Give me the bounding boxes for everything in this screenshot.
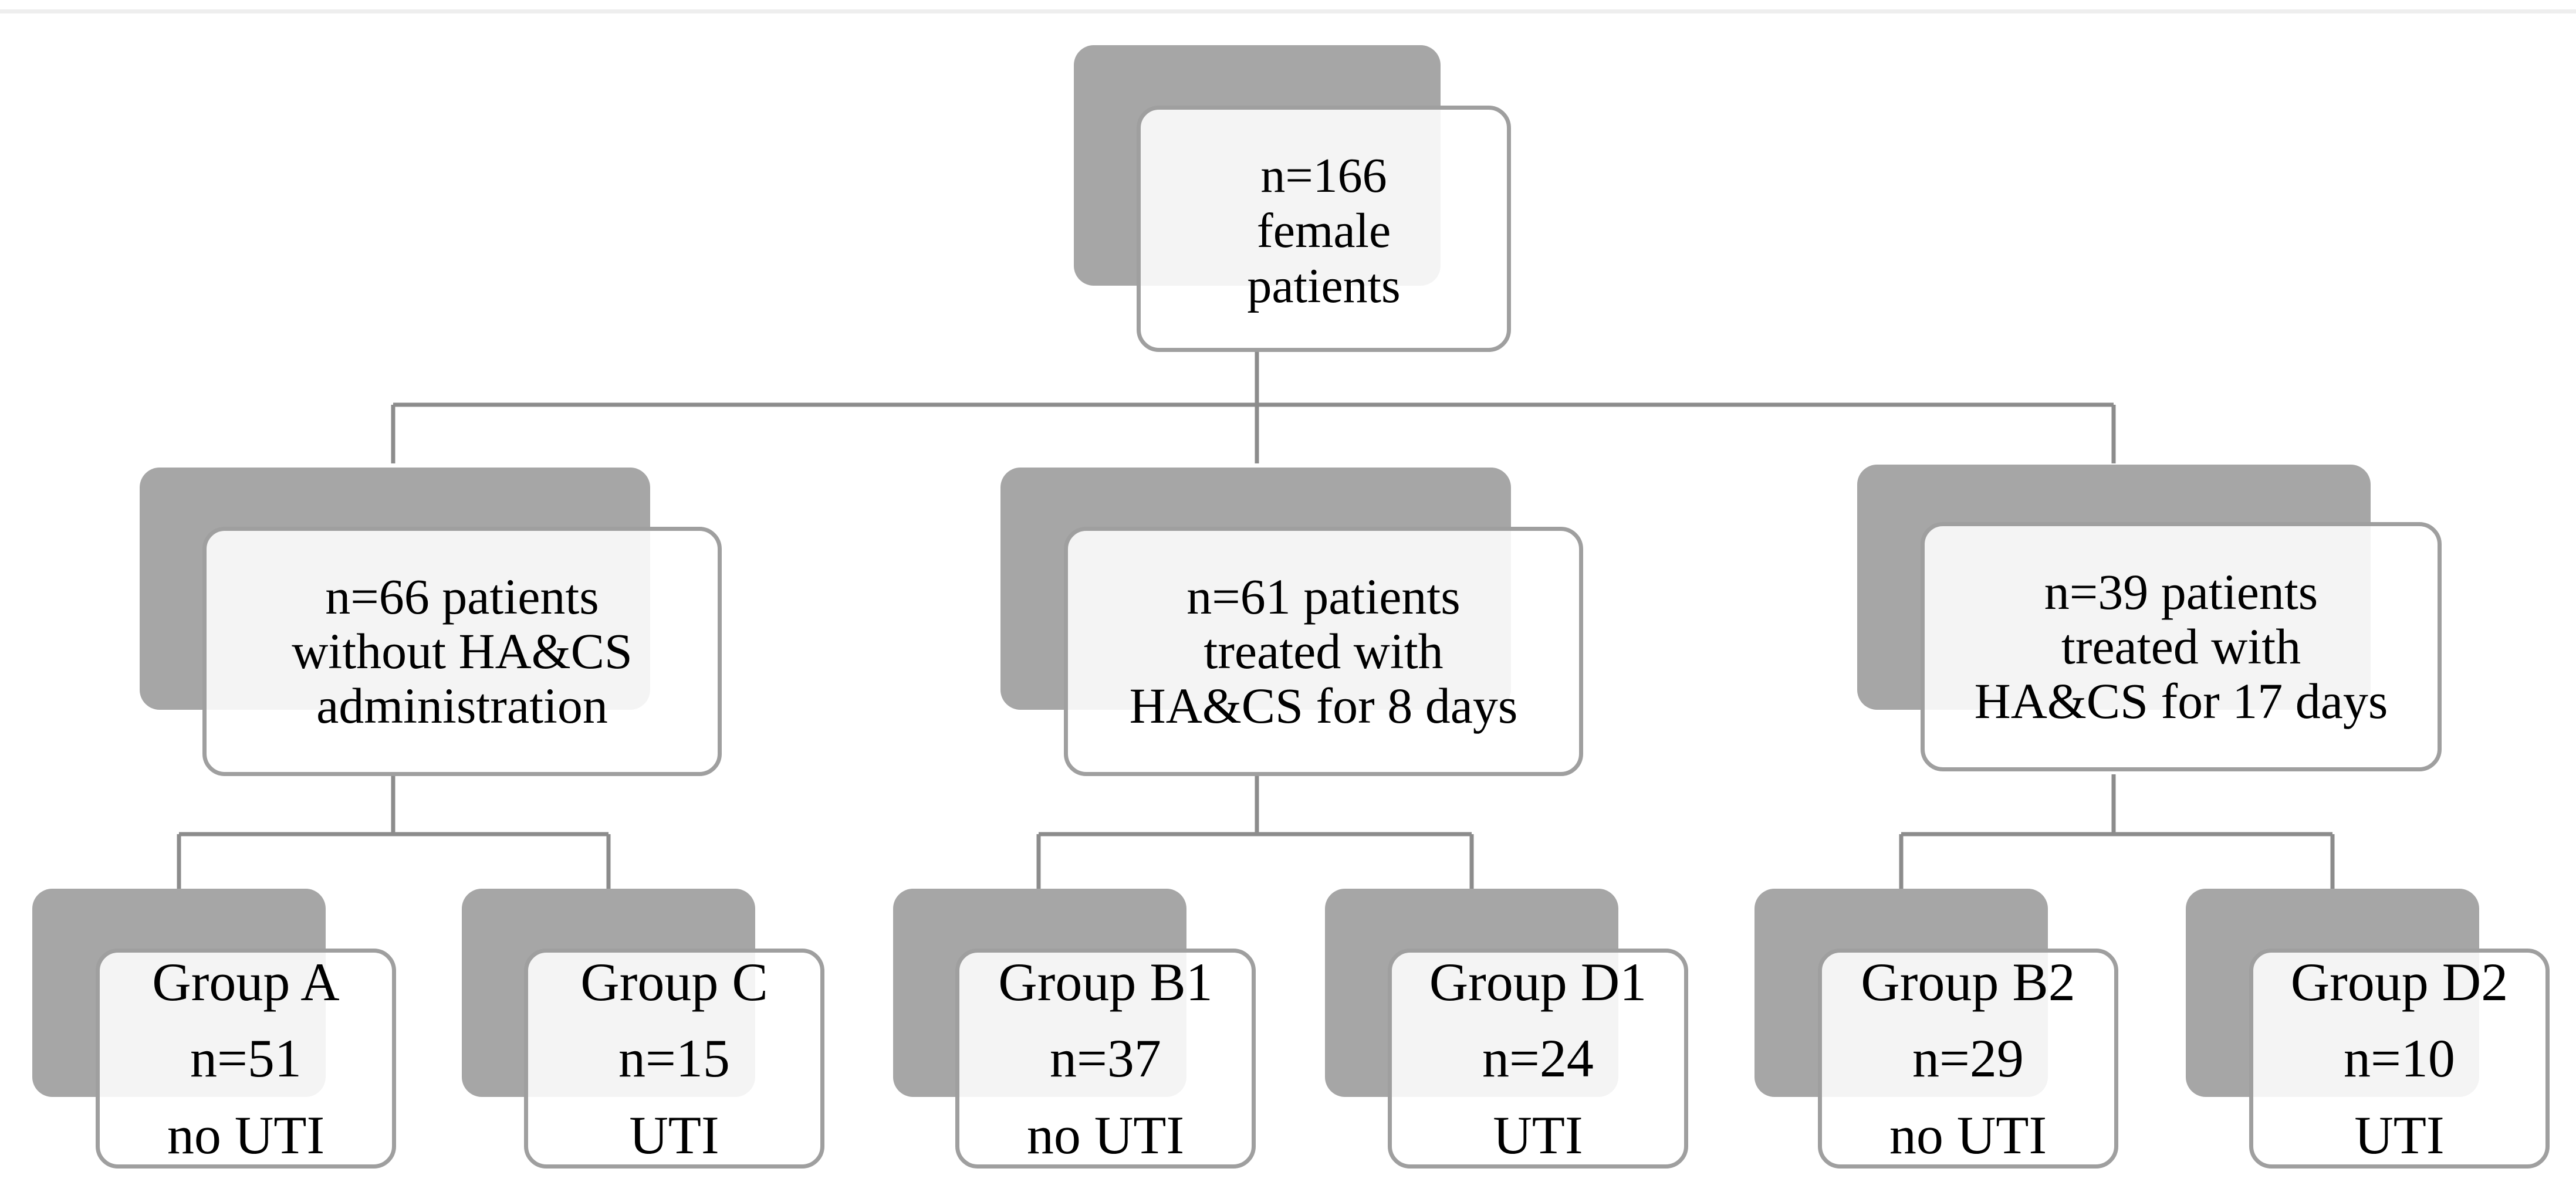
group-d1-outcome: UTI <box>1493 1105 1583 1165</box>
cohort-1-line-1: n=66 patients <box>325 568 599 625</box>
group-d1-box: Group D1 n=24 UTI <box>1388 949 1688 1169</box>
group-b2-count: n=29 <box>1912 1028 2024 1089</box>
group-b1-name: Group B1 <box>998 951 1213 1012</box>
group-d2-box: Group D2 n=10 UTI <box>2249 949 2550 1169</box>
cohort-2-line-2: treated with <box>1204 623 1443 680</box>
cohort-box-2: n=61 patients treated with HA&CS for 8 d… <box>1064 527 1583 776</box>
cohort-2-line-3: HA&CS for 8 days <box>1129 677 1518 734</box>
group-d2-outcome: UTI <box>2354 1105 2445 1165</box>
root-line-2: female <box>1256 203 1391 258</box>
group-b1-outcome: no UTI <box>1026 1105 1185 1165</box>
group-a-outcome: no UTI <box>167 1105 325 1165</box>
root-line-1: n=166 <box>1260 148 1387 203</box>
group-c-name: Group C <box>580 951 768 1012</box>
group-b1-box: Group B1 n=37 no UTI <box>955 949 1256 1169</box>
group-b2-outcome: no UTI <box>1889 1105 2047 1165</box>
top-divider <box>0 9 2576 13</box>
group-b2-name: Group B2 <box>1861 951 2075 1012</box>
group-d2-name: Group D2 <box>2290 951 2509 1012</box>
group-c-count: n=15 <box>618 1028 730 1089</box>
group-c-box: Group C n=15 UTI <box>524 949 824 1169</box>
cohort-2-line-1: n=61 patients <box>1186 568 1461 625</box>
cohort-3-line-1: n=39 patients <box>2044 564 2318 621</box>
group-a-box: Group A n=51 no UTI <box>96 949 396 1169</box>
root-line-3: patients <box>1247 259 1401 314</box>
root-box: n=166 female patients <box>1137 106 1511 352</box>
group-c-outcome: UTI <box>629 1105 719 1165</box>
group-d1-count: n=24 <box>1482 1028 1594 1089</box>
group-a-count: n=51 <box>190 1028 302 1089</box>
cohort-box-3: n=39 patients treated with HA&CS for 17 … <box>1921 522 2442 771</box>
group-d2-count: n=10 <box>2344 1028 2455 1089</box>
cohort-3-line-3: HA&CS for 17 days <box>1974 672 2388 729</box>
group-a-name: Group A <box>152 951 340 1012</box>
group-b2-box: Group B2 n=29 no UTI <box>1818 949 2118 1169</box>
cohort-box-1: n=66 patients without HA&CS administrati… <box>202 527 722 776</box>
cohort-1-line-2: without HA&CS <box>292 623 633 680</box>
cohort-3-line-2: treated with <box>2061 618 2301 675</box>
group-b1-count: n=37 <box>1050 1028 1161 1089</box>
group-d1-name: Group D1 <box>1429 951 1647 1012</box>
cohort-1-line-3: administration <box>316 677 608 734</box>
